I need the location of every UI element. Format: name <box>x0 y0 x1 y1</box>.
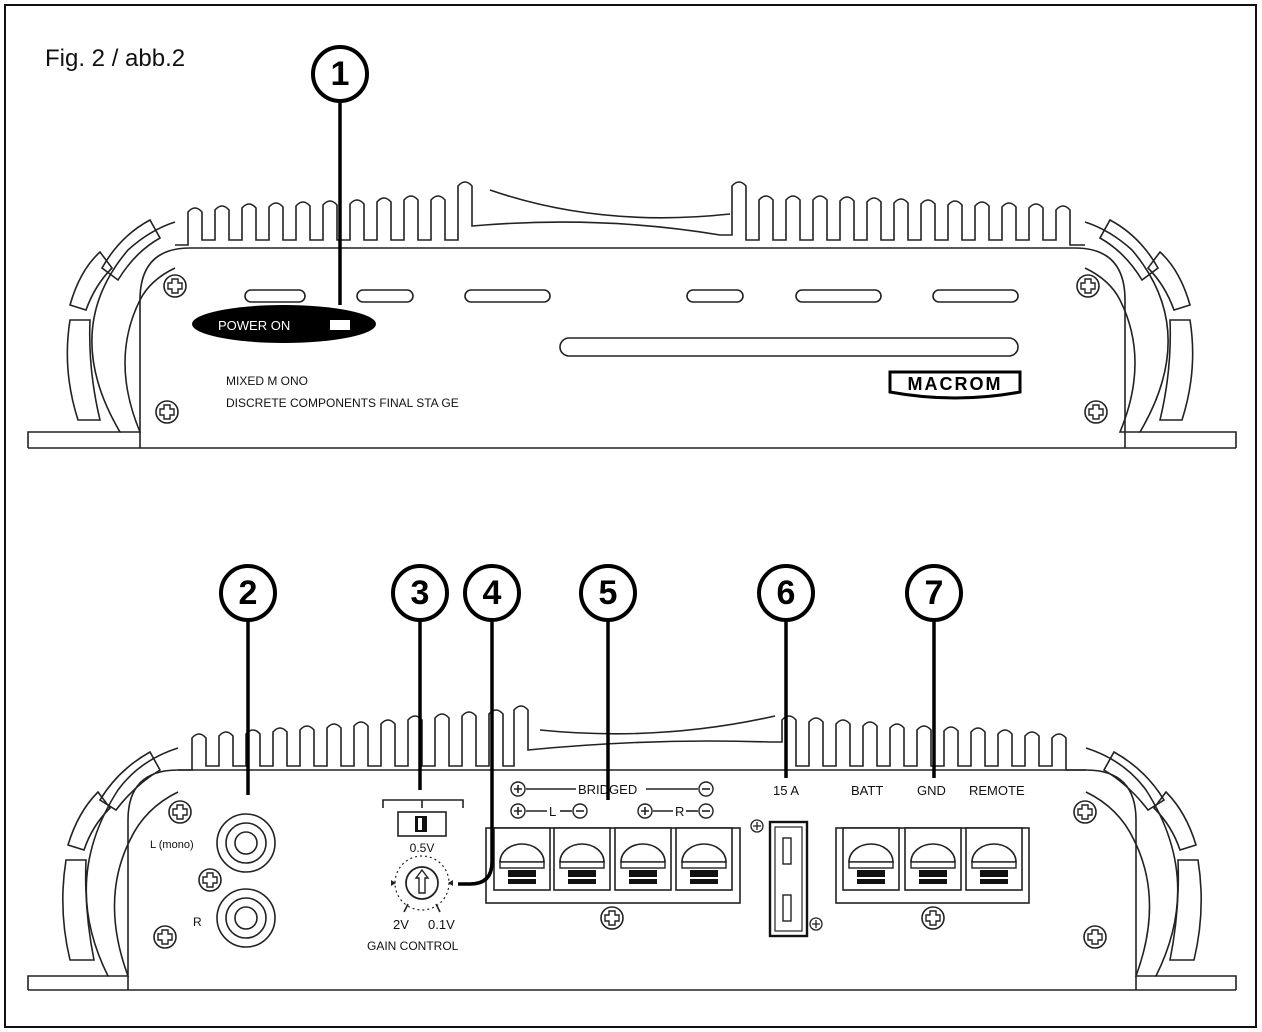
rear-panel: L (mono) R 0.5V 2V 0.1V GAIN CONTROL <box>27 705 1237 991</box>
rear-left-heatsink <box>27 747 179 990</box>
rear-fin-curve <box>539 715 776 735</box>
power-terminal-remote[interactable] <box>965 827 1023 891</box>
figure-frame <box>4 4 1257 1028</box>
callout-circle-7 <box>905 564 963 622</box>
speaker-terminal-right-minus[interactable] <box>675 827 733 891</box>
screw-icon <box>163 274 187 298</box>
plus-icon <box>510 781 526 797</box>
callout-number-4: 4 <box>483 574 502 612</box>
top-fins <box>175 181 1085 246</box>
left-heatsink <box>27 218 176 448</box>
screw-icon <box>198 868 222 892</box>
speaker-terminal-left-plus[interactable] <box>493 827 551 891</box>
speaker-terminal-right-plus[interactable] <box>614 827 672 891</box>
brand-logo: MACROM <box>888 370 1022 400</box>
ground-icon <box>750 819 823 931</box>
callout-circle-2 <box>219 564 277 622</box>
callout-circle-1 <box>311 45 369 103</box>
callout-circle-4 <box>463 564 521 622</box>
fin-curve <box>489 189 731 219</box>
left-channel-label: L <box>549 804 556 819</box>
power-indicator <box>192 305 376 343</box>
callout-number-3: 3 <box>411 574 430 612</box>
callout-number-1: 1 <box>331 55 350 93</box>
rear-right-heatsink <box>1085 747 1237 990</box>
callout-number-6: 6 <box>777 574 796 612</box>
rca-input-left[interactable] <box>216 813 276 873</box>
rca-input-right[interactable] <box>216 888 276 948</box>
power-label: POWER ON <box>218 318 290 333</box>
input-left-label: L (mono) <box>150 839 194 851</box>
front-vents <box>244 289 1019 357</box>
front-text-line1: MIXED M ONO <box>226 374 308 388</box>
callout-circle-6 <box>757 564 815 622</box>
screw-icon <box>921 906 945 930</box>
callout-line-4 <box>458 618 494 886</box>
switch-level-label: 0.5V <box>410 841 435 855</box>
front-face <box>139 247 1126 448</box>
figure-title: Fig. 2 / abb.2 <box>45 45 185 72</box>
screw-icon <box>1076 274 1100 298</box>
callout-number-2: 2 <box>239 574 258 612</box>
plus-icon <box>510 803 526 819</box>
callout-number-5: 5 <box>599 574 618 612</box>
input-right-label: R <box>193 915 202 929</box>
power-led <box>330 320 350 330</box>
fuse-label: 15 A <box>773 783 799 798</box>
brand-text: MACROM <box>908 374 1003 394</box>
minus-icon <box>698 803 714 819</box>
callout-circle-3 <box>391 564 449 622</box>
front-panel: POWER ON MIXED M ONO DISCRETE COMPONENTS… <box>27 181 1237 449</box>
input-level-switch[interactable] <box>397 811 447 837</box>
gnd-label: GND <box>917 783 946 798</box>
gain-low-label: 2V <box>393 917 409 932</box>
screw-icon <box>600 906 624 930</box>
screw-icon <box>155 400 179 424</box>
minus-icon <box>698 781 714 797</box>
callout-circle-5 <box>579 564 637 622</box>
speaker-terminal-left-minus[interactable] <box>553 827 611 891</box>
plus-icon <box>637 803 653 819</box>
screw-icon <box>1084 400 1108 424</box>
screw-icon <box>153 925 177 949</box>
gain-high-label: 0.1V <box>428 917 455 932</box>
screw-icon <box>1073 800 1097 824</box>
minus-icon <box>572 803 588 819</box>
rear-fins <box>178 705 1086 771</box>
switch-bracket <box>382 799 464 808</box>
remote-label: REMOTE <box>969 783 1025 798</box>
arrow-icon <box>414 868 430 894</box>
rear-face <box>127 769 1137 990</box>
screw-icon <box>168 800 192 824</box>
callout-number-7: 7 <box>925 574 944 612</box>
right-channel-label: R <box>675 804 684 819</box>
gain-control-label: GAIN CONTROL <box>367 939 459 953</box>
power-terminal-batt[interactable] <box>842 827 900 891</box>
screw-icon <box>1083 925 1107 949</box>
batt-label: BATT <box>851 783 883 798</box>
gain-control-knob[interactable] <box>391 855 453 913</box>
power-terminal-gnd[interactable] <box>904 827 962 891</box>
front-text-line2: DISCRETE COMPONENTS FINAL STA GE <box>226 396 459 410</box>
right-heatsink <box>1084 218 1237 448</box>
fuse-holder[interactable] <box>768 820 809 938</box>
